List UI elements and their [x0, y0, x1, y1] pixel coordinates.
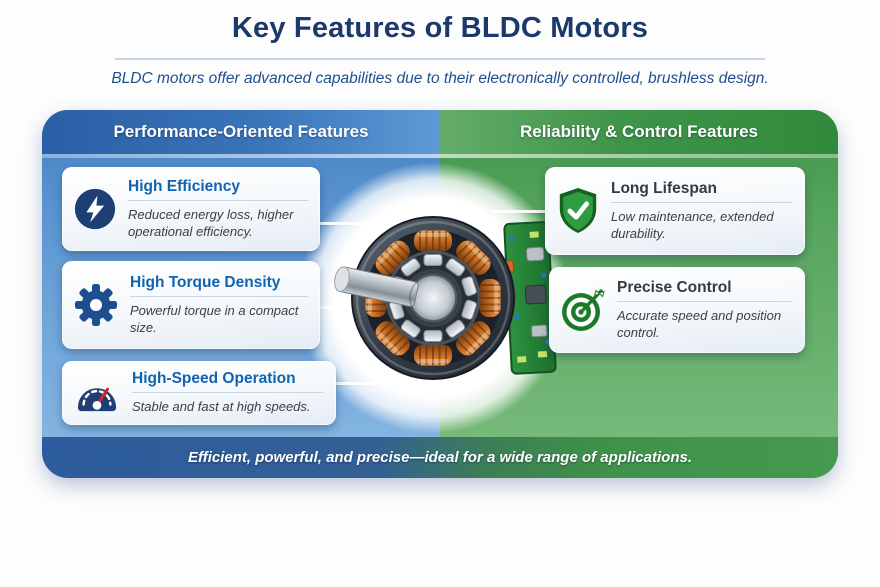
- motor-stator-teeth: [389, 254, 477, 342]
- card-title: High Torque Density: [130, 273, 281, 291]
- shield-check-icon: [555, 186, 601, 236]
- card-precise-control: Precise Control Accurate speed and posit…: [549, 267, 805, 353]
- target-icon: [559, 286, 607, 334]
- card-high-torque-density: High Torque Density Powerful torque in a…: [62, 261, 320, 349]
- card-separator: [611, 201, 793, 203]
- motor-shaft: [334, 266, 419, 307]
- gear-icon: [72, 281, 120, 329]
- card-title: High-Speed Operation: [132, 370, 296, 388]
- bottom-banner-text: Efficient, powerful, and precise—ideal f…: [188, 449, 692, 466]
- page-title: Key Features of BLDC Motors: [231, 12, 649, 44]
- page-subtitle: BLDC motors offer advanced capabilities …: [111, 70, 769, 87]
- bldc-motor-image: [334, 216, 557, 380]
- card-separator: [617, 300, 793, 302]
- card-description: Reduced energy loss, higher operational …: [128, 206, 294, 239]
- card-description: Low maintenance, extended durability.: [611, 208, 774, 241]
- card-separator: [128, 199, 308, 201]
- bottom-banner: Efficient, powerful, and precise—ideal f…: [42, 437, 838, 478]
- card-description: Powerful torque in a compact size.: [130, 302, 299, 335]
- card-long-lifespan: Long Lifespan Low maintenance, extended …: [545, 167, 805, 255]
- header-shine: [42, 154, 838, 158]
- reliability-header: Reliability & Control Features: [440, 110, 838, 154]
- title-divider: [115, 58, 765, 60]
- card-description: Stable and fast at high speeds.: [132, 399, 311, 415]
- card-title: High Efficiency: [128, 177, 240, 195]
- feature-panel: Performance-Oriented Features Reliabilit…: [42, 110, 838, 478]
- card-description: Accurate speed and position control.: [617, 307, 782, 340]
- card-separator: [130, 295, 308, 297]
- speedometer-icon: [72, 372, 122, 414]
- card-title: Long Lifespan: [611, 179, 717, 197]
- card-high-efficiency: High Efficiency Reduced energy loss, hig…: [62, 167, 320, 251]
- card-high-speed-operation: High-Speed Operation Stable and fast at …: [62, 361, 336, 425]
- lightning-icon: [72, 186, 118, 232]
- card-separator: [132, 392, 324, 394]
- card-title: Precise Control: [617, 278, 732, 296]
- reliability-header-label: Reliability & Control Features: [519, 122, 759, 141]
- performance-header-label: Performance-Oriented Features: [113, 122, 369, 141]
- performance-header: Performance-Oriented Features: [42, 110, 440, 154]
